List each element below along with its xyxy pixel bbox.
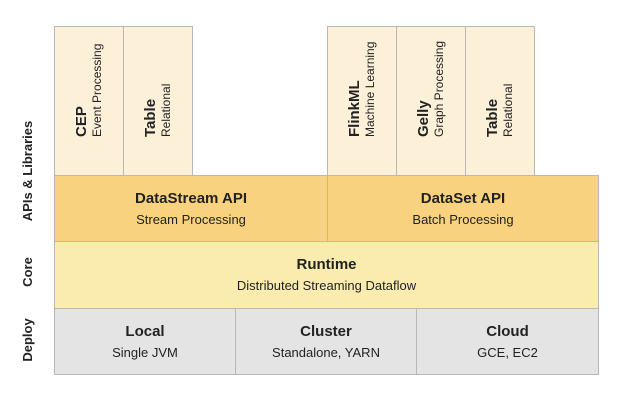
api-title: DataSet API [420, 190, 506, 207]
layer-label-deploy: Deploy [20, 318, 35, 362]
library-subtitle: Graph Processing [431, 41, 446, 138]
library-title: FlinkML [346, 80, 364, 138]
api-subtitle: Stream Processing [136, 212, 246, 227]
library-subtitle: Event Processing [89, 43, 104, 138]
deploy-title: Cluster [300, 323, 352, 340]
deploy-subtitle: Single JVM [112, 345, 178, 360]
library-gelly: Gelly Graph Processing [396, 26, 466, 176]
datastream-api-box: DataStream API Stream Processing [54, 175, 328, 242]
deploy-local-box: Local Single JVM [54, 308, 236, 375]
library-table-batch: Table Relational [465, 26, 535, 176]
api-subtitle: Batch Processing [412, 212, 514, 227]
library-title: CEP [73, 106, 91, 138]
library-subtitle: Machine Learning [362, 41, 377, 138]
library-title: Gelly [415, 100, 433, 138]
dataset-api-box: DataSet API Batch Processing [327, 175, 599, 242]
deploy-subtitle: Standalone, YARN [272, 345, 380, 360]
layer-label-core: Core [20, 257, 35, 287]
library-cep: CEP Event Processing [54, 26, 124, 176]
runtime-box: Runtime Distributed Streaming Dataflow [54, 241, 599, 309]
deploy-title: Cloud [486, 323, 529, 340]
deploy-subtitle: GCE, EC2 [477, 345, 538, 360]
deploy-title: Local [125, 323, 165, 340]
runtime-subtitle: Distributed Streaming Dataflow [236, 278, 417, 293]
layer-label-apis: APIs & Libraries [20, 120, 35, 222]
api-title: DataStream API [135, 190, 247, 207]
library-subtitle: Relational [500, 83, 515, 138]
library-subtitle: Relational [158, 83, 173, 138]
deploy-cloud-box: Cloud GCE, EC2 [416, 308, 599, 375]
library-table-stream: Table Relational [123, 26, 193, 176]
library-flinkml: FlinkML Machine Learning [327, 26, 397, 176]
library-title: Table [484, 99, 502, 138]
deploy-cluster-box: Cluster Standalone, YARN [235, 308, 417, 375]
runtime-title: Runtime [296, 256, 357, 273]
library-title: Table [142, 99, 160, 138]
